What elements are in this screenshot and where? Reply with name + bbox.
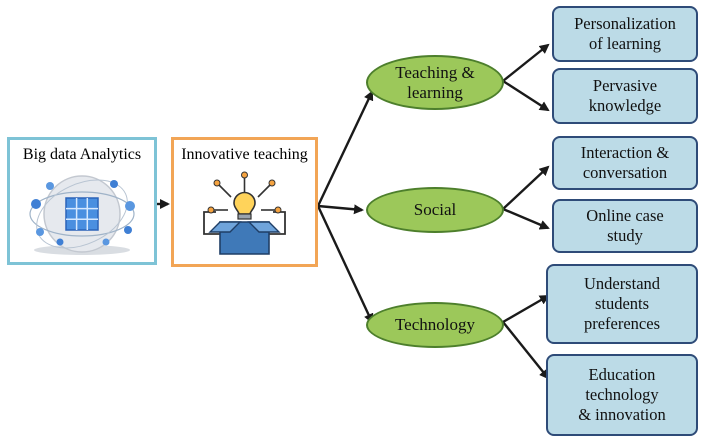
outcome-box-interaction-conversation: Interaction & conversation xyxy=(552,136,698,190)
outcome-label: Pervasive knowledge xyxy=(588,76,662,115)
outcome-box-education-technology: Education technology & innovation xyxy=(546,354,698,436)
category-label: Teaching & learning xyxy=(395,62,475,102)
arrow-process-to-technology xyxy=(316,205,374,324)
arrow-social-to-online xyxy=(502,207,550,230)
outcome-label: Understand students preferences xyxy=(583,274,661,333)
outcome-label: Personalization of learning xyxy=(574,14,676,53)
arrow-technology-to-education xyxy=(502,321,550,380)
arrow-teaching-to-pervasive xyxy=(502,79,550,112)
outcome-box-online-case-study: Online case study xyxy=(552,199,698,253)
outcome-label: Online case study xyxy=(586,206,664,245)
arrow-process-to-social xyxy=(317,204,364,215)
outcome-box-pervasive-knowledge: Pervasive knowledge xyxy=(552,68,698,124)
category-label: Social xyxy=(413,200,457,219)
arrow-teaching-to-personalization xyxy=(502,43,550,82)
innovative-teaching-box: Innovative teaching xyxy=(171,137,318,267)
outcome-label: Education technology & innovation xyxy=(578,365,666,424)
category-label: Technology xyxy=(394,315,475,334)
outcome-box-understand-preferences: Understand students preferences xyxy=(546,264,698,344)
arrow-technology-to-understand xyxy=(502,294,550,324)
arrow-social-to-interaction xyxy=(502,165,550,210)
outcome-label: Interaction & conversation xyxy=(580,143,670,182)
arrow-process-to-teaching xyxy=(316,90,374,207)
innovative-teaching-title: Innovative teaching xyxy=(181,146,308,163)
big-data-network-globe-icon xyxy=(29,175,135,255)
lightbulb-box-icon xyxy=(203,171,286,255)
big-data-analytics-title: Big data Analytics xyxy=(22,146,142,163)
big-data-analytics-box: Big data Analytics xyxy=(7,137,157,265)
category-oval-social: Social xyxy=(366,187,504,233)
category-oval-technology: Technology xyxy=(366,302,504,348)
category-oval-teaching-learning: Teaching & learning xyxy=(366,55,504,110)
outcome-box-personalization: Personalization of learning xyxy=(552,6,698,62)
